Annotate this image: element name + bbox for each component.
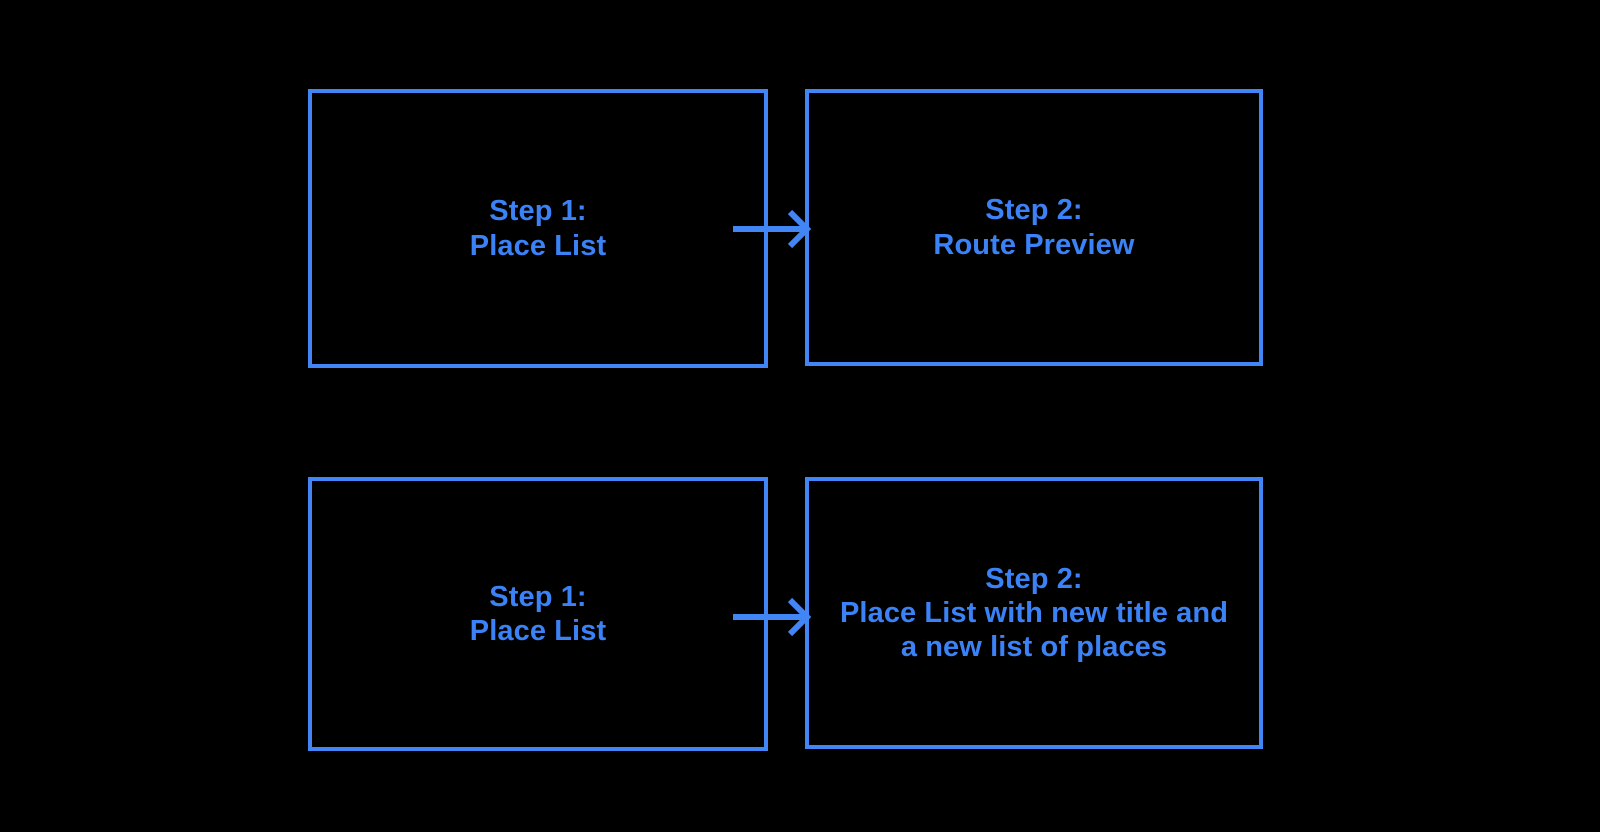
flow-row-route-preview: Step 1: Place List Step 2: Route Preview [0,89,1600,369]
step-box-row2-step2[interactable]: Step 2: Place List with new title and a … [805,477,1263,749]
step-box-row2-step1[interactable]: Step 1: Place List [308,477,768,751]
step-box-label: Step 1: Place List [469,580,607,647]
step-box-label: Step 2: Place List with new title and a … [839,562,1229,664]
step-box-row1-step1[interactable]: Step 1: Place List [308,89,768,368]
step-box-row1-step2[interactable]: Step 2: Route Preview [805,89,1263,366]
flow-row-new-place-list: Step 1: Place List Step 2: Place List wi… [0,477,1600,751]
step-box-label: Step 1: Place List [469,195,607,262]
step-box-label: Step 2: Route Preview [933,194,1135,261]
